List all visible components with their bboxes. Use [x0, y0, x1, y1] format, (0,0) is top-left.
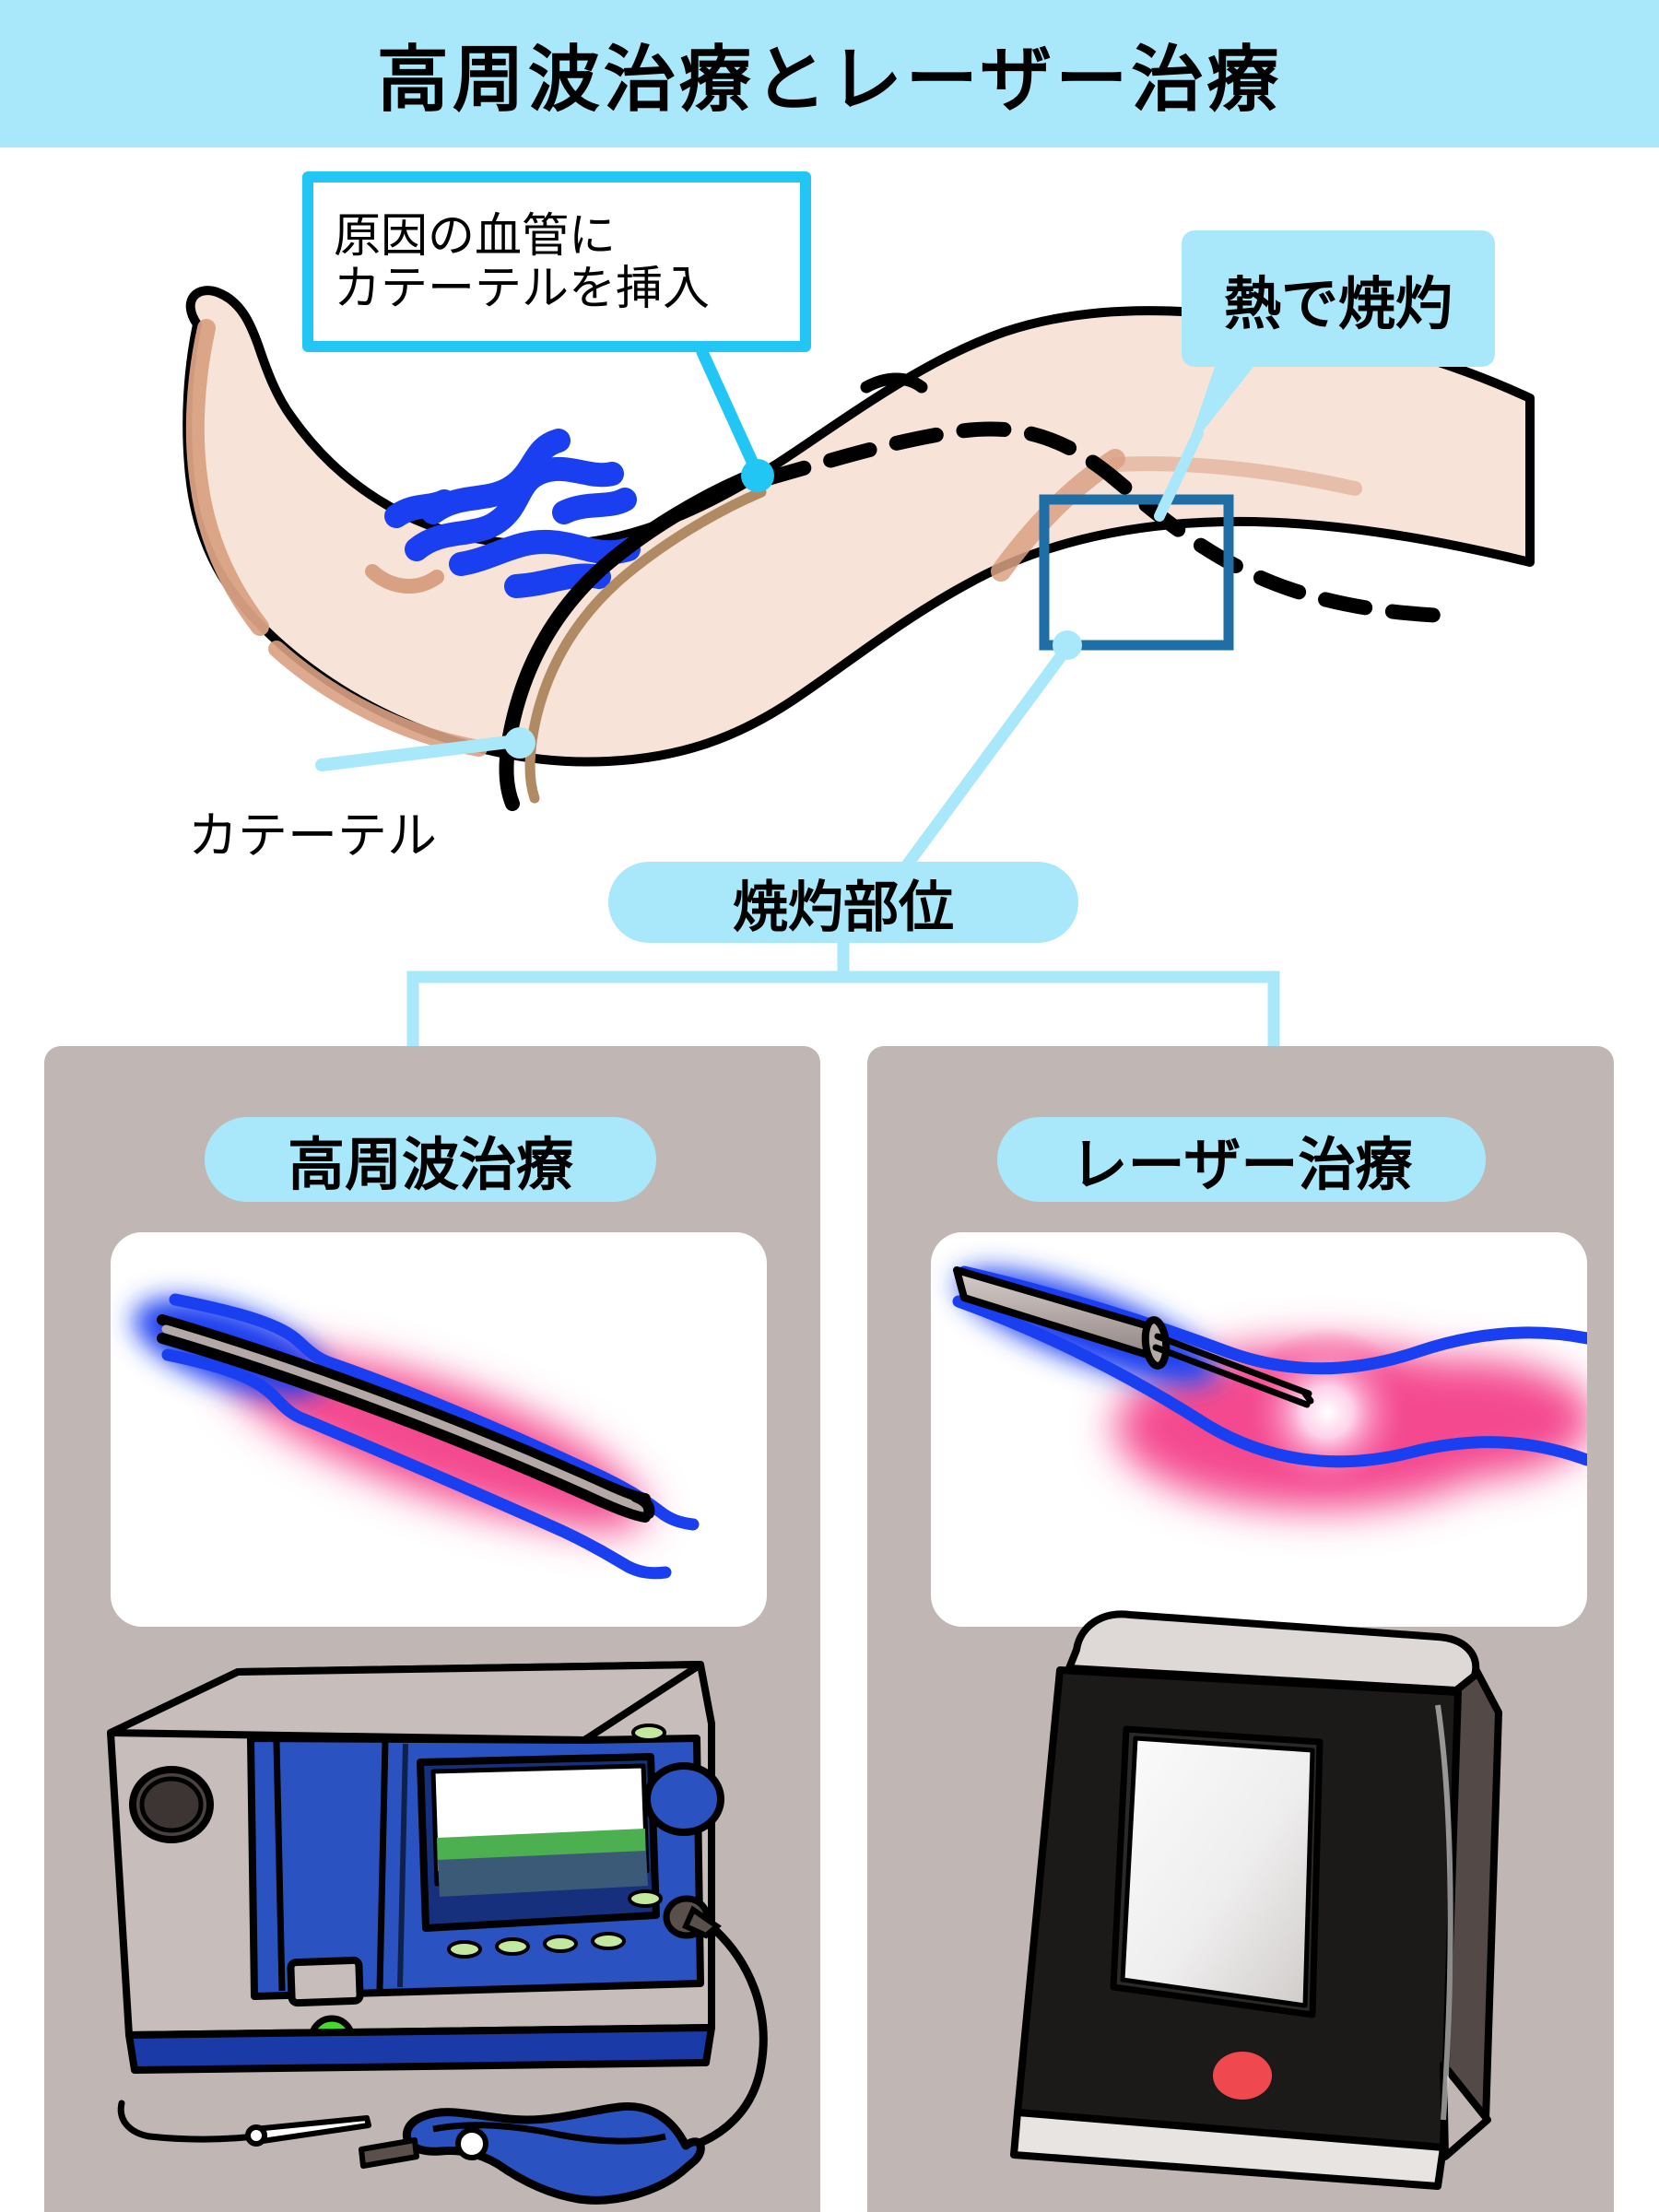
pill-cauterization-site: 焼灼部位 — [608, 862, 1078, 943]
panel-laser-label: レーザー治療 — [1070, 1134, 1413, 1197]
cauterization-highlight-box — [1039, 494, 1234, 651]
cauterization-path — [758, 421, 1454, 623]
bubble-cauterize-with-heat: 熱で焼灼 — [1182, 230, 1495, 367]
card-laser-vessel — [931, 1232, 1587, 1627]
panel-laser — [867, 1046, 1614, 2212]
panel-title-radiofrequency: 高周波治療 — [205, 1117, 656, 1202]
callout-line-1: 原因の血管に — [334, 208, 617, 262]
leader-lines — [315, 346, 1253, 877]
bracket-connector — [406, 937, 1280, 1053]
callout-line-2: カテーテルを挿入 — [334, 262, 711, 314]
panel-rf-label: 高周波治療 — [287, 1134, 573, 1197]
title-banner: 高周波治療とレーザー治療 — [0, 0, 1659, 147]
panel-title-laser: レーザー治療 — [997, 1117, 1486, 1202]
catheter-tube — [499, 470, 767, 811]
card-rf-vessel — [111, 1232, 767, 1627]
bubble-label: 熱で焼灼 — [1223, 273, 1453, 336]
panel-radiofrequency — [44, 1046, 820, 2212]
label-catheter: カテーテル — [188, 808, 437, 864]
varicose-veins-icon — [384, 429, 641, 598]
pill-site-label: 焼灼部位 — [733, 876, 954, 938]
callout-insert-catheter: 原因の血管に カテーテルを挿入 — [302, 171, 811, 352]
page-title: 高周波治療とレーザー治療 — [376, 39, 1283, 120]
